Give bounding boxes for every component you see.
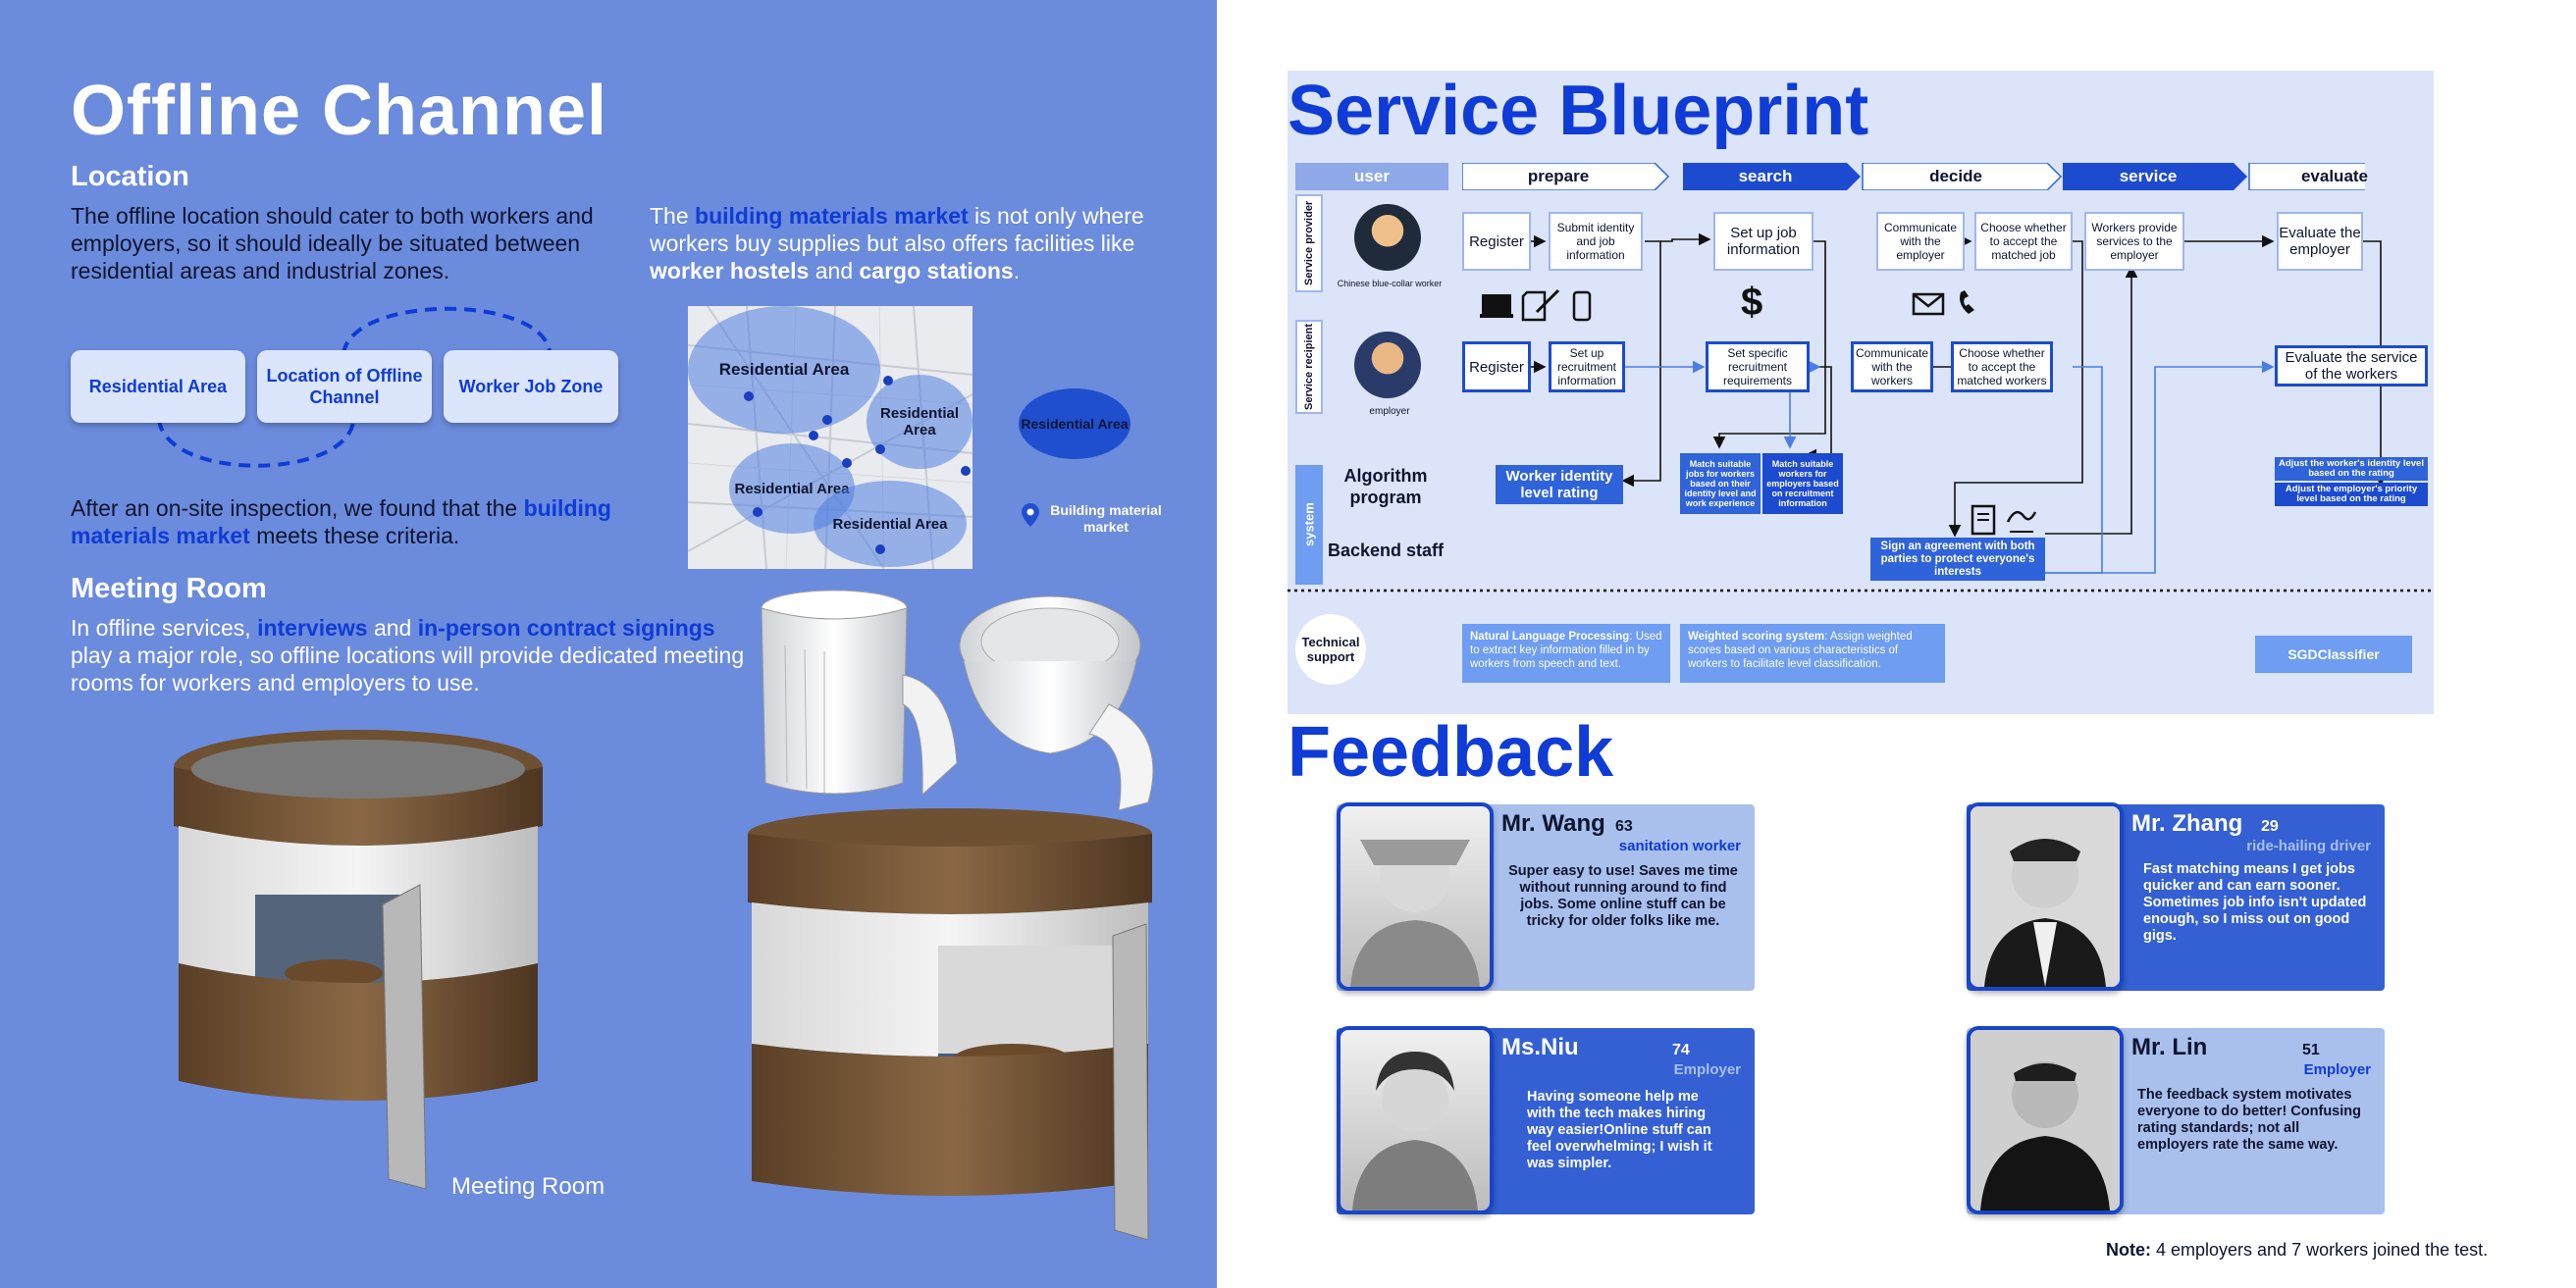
stage-user: user [1295,163,1448,190]
worker-identity-rating: Worker identity level rating [1496,465,1623,504]
provider-provide-services: Workers provide services to the employer [2084,212,2184,271]
mail-phone-icons [1912,290,1974,316]
recipient-communicate-workers: Communicate with the workers [1851,341,1933,392]
stage-evaluate: evaluate [2300,167,2369,185]
adjust-worker-level: Adjust the worker's identity level based… [2275,457,2428,481]
lin-photo [1967,1026,2124,1214]
nlp-tech-box: Natural Language Processing: Used to ext… [1462,624,1670,683]
feedback-card-niu: Ms.Niu 74 Employer Having someone help m… [1337,1026,1755,1214]
recipient-set-recruitment: Set up recruitment information [1549,341,1625,392]
lin-age: 51 [2302,1042,2320,1058]
provider-communicate-employer: Communicate with the employer [1876,212,1965,271]
technical-support-label: Technical support [1295,614,1366,685]
worker-avatar [1354,204,1421,271]
provider-choose-job: Choose whether to accept the matched job [1974,212,2073,271]
weighted-scoring-box: Weighted scoring system: Assign weighted… [1680,624,1945,683]
match-workers-box: Match suitable workers for employers bas… [1762,453,1843,514]
stage-search: search [1738,167,1793,185]
stage-decide: decide [1929,167,1982,185]
location-connector-arcs [157,306,552,468]
worker-job-zone-box: Worker Job Zone [444,350,618,423]
wang-age: 63 [1615,818,1633,835]
match-jobs-box: Match suitable jobs for workers based on… [1680,453,1761,514]
niu-age: 74 [1672,1042,1690,1058]
zhang-portrait [1971,806,2120,987]
device-icons [1480,288,1592,322]
wang-photo [1337,802,1494,991]
location-heading: Location [71,161,189,192]
recipient-evaluate-workers: Evaluate the service of the workers [2275,345,2428,386]
map-area-4: Residential Area [814,481,967,567]
map-area-1: Residential Area [688,306,880,434]
lin-quote: The feedback system motivates everyone t… [2137,1087,2361,1153]
wang-role: sanitation worker [1618,838,1741,854]
sgdclassifier-box: SGDClassifier [2255,636,2412,673]
employer-caption: employer [1369,406,1410,417]
stage-arrows [1462,163,2365,190]
provider-set-job-info: Set up job information [1713,212,1814,271]
niu-photo [1337,1026,1494,1214]
test-note: Note: 4 employers and 7 workers joined t… [2106,1240,2489,1260]
service-blueprint: Service Blueprint user prepare search de… [1288,71,2434,714]
niu-name: Ms.Niu [1501,1034,1579,1060]
zhang-role: ride-hailing driver [2246,838,2371,854]
flow-connectors [1288,232,2434,592]
stage-service: service [2119,167,2178,185]
blueprint-title: Service Blueprint [1288,72,1869,150]
meeting-pod-render-left [174,730,543,1190]
dollar-icon: $ [1741,281,1763,324]
employer-avatar [1354,332,1421,398]
zhang-age: 29 [2261,818,2279,835]
page-title: Offline Channel [71,72,608,150]
provider-submit-identity: Submit identity and job information [1549,212,1643,271]
legend-residential-area: Residential Area [1019,388,1130,459]
stage-prepare: prepare [1527,167,1590,185]
meeting-room-caption: Meeting Room [451,1173,605,1200]
wang-portrait [1350,840,1480,987]
map-pin-icon [1022,503,1039,527]
meeting-pod-sketches [761,590,1154,811]
zhang-name: Mr. Zhang [2131,810,2243,837]
offline-channel-panel: Offline Channel Location The offline loc… [0,0,1217,1288]
feedback-title: Feedback [1288,713,1614,792]
adjust-employer-level: Adjust the employer's priority level bas… [2275,483,2428,506]
zhang-quote: Fast matching means I get jobs quicker a… [2143,861,2367,944]
recipient-set-requirements: Set specific recruitment requirements [1706,341,1810,392]
contract-icons [1971,504,2037,536]
location-text: The offline location should cater to bot… [71,203,594,283]
lin-name: Mr. Lin [2131,1034,2208,1060]
meeting-pod-render-right [748,808,1152,1240]
lin-portrait [1971,1030,2120,1211]
map-area-2: Residential Area [867,375,973,469]
map-pins [744,376,971,554]
meeting-room-text: In offline services, interviews and in-p… [71,615,745,696]
lin-role: Employer [2303,1061,2371,1078]
wang-name: Mr. Wang [1501,810,1605,837]
feedback-card-zhang: Mr. Zhang 29 ride-hailing driver Fast ma… [1967,802,2385,991]
worker-caption: Chinese blue-collar worker [1337,279,1443,288]
provider-register: Register [1462,212,1531,271]
wang-quote: Super easy to use! Saves me time without… [1508,863,1738,929]
legend-market-label: Building material market [1050,502,1162,535]
recipient-register: Register [1462,341,1531,392]
niu-role: Employer [1673,1061,1741,1078]
feedback-card-wang: Mr. Wang 63 sanitation worker Super easy… [1337,802,1755,991]
recipient-choose-workers: Choose whether to accept the matched wor… [1951,341,2053,392]
residential-map: Residential Area Residential Area Reside… [688,306,973,569]
sign-agreement-box: Sign an agreement with both parties to p… [1870,538,2045,581]
algorithm-program-label: Algorithm program [1343,466,1428,507]
offline-channel-location-box: Location of Offline Channel [257,350,432,423]
niu-quote: Having someone help me with the tech mak… [1527,1089,1712,1171]
feedback-card-lin: Mr. Lin 51 Employer The feedback system … [1967,1026,2385,1214]
market-text: The building materials market is not onl… [650,203,1144,283]
inspection-text: After an on-site inspection, we found th… [71,495,611,548]
backend-staff-label: Backend staff [1327,541,1445,560]
meeting-room-heading: Meeting Room [71,573,267,604]
residential-area-box: Residential Area [71,350,245,423]
zhang-photo [1967,802,2124,991]
niu-portrait [1352,1052,1478,1211]
provider-evaluate-employer: Evaluate the employer [2277,212,2363,271]
